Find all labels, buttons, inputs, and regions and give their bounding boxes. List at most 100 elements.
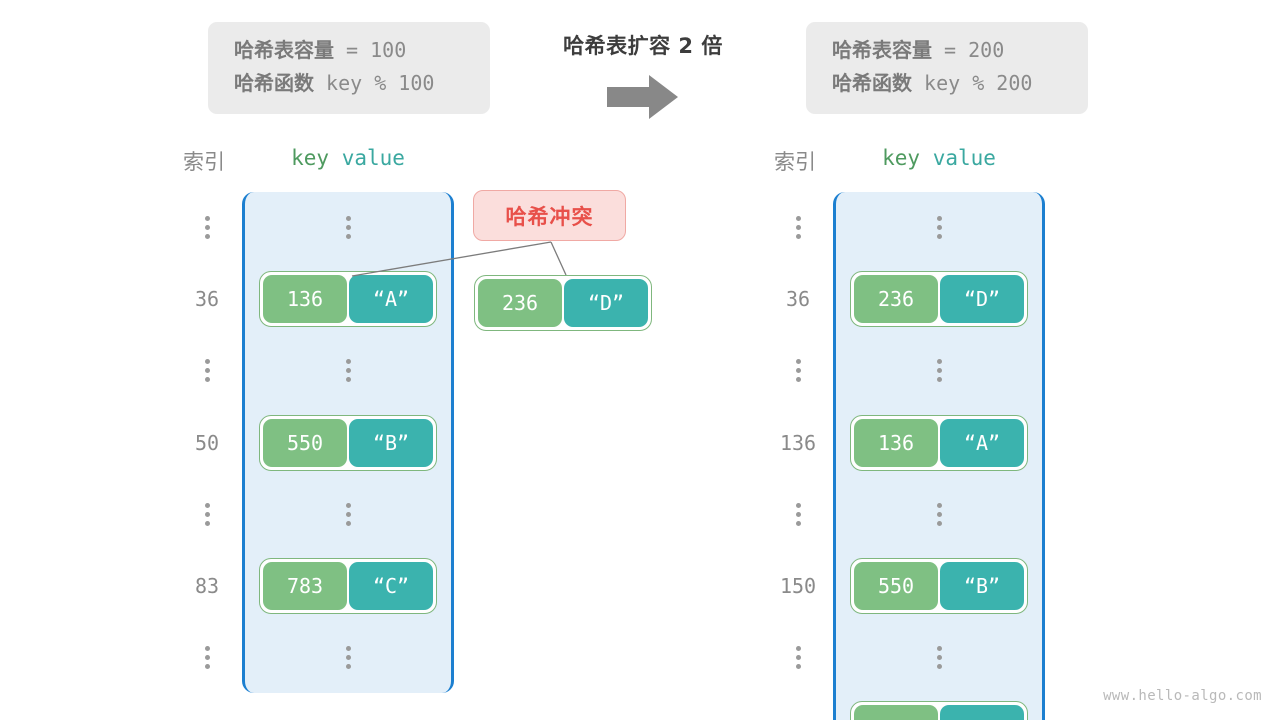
vertical-ellipsis [204,359,210,383]
bucket-row [795,622,1042,694]
row-index: 83 [194,573,220,598]
row-content: 136“A” [836,414,1042,471]
row-content [836,216,1042,240]
vertical-ellipsis [795,216,801,240]
entry-key: 783 [854,704,938,720]
info-box-after: 哈希表容量 = 200 哈希函数 key % 200 [806,22,1088,114]
entry-key: 236 [478,279,562,327]
capacity-expression: = 100 [334,38,407,62]
hash-collision-badge: 哈希冲突 [473,190,626,241]
vertical-ellipsis [795,359,801,383]
vertical-ellipsis [795,645,801,669]
vertical-ellipsis [936,216,942,240]
vertical-ellipsis [204,502,210,526]
vertical-ellipsis [345,502,351,526]
row-content: 136“A” [245,271,451,328]
row-content: 783“C” [836,700,1042,720]
header-value: value [341,146,405,170]
capacity-label: 哈希表容量 [832,38,932,62]
bucket-row: 36 136“A” [195,264,451,336]
function-expression: key % 100 [314,71,435,96]
row-content: 550“B” [836,557,1042,614]
expand-title: 哈希表扩容 2 倍 [563,34,723,58]
bucket-row [204,335,451,407]
row-index: 136 [779,430,817,455]
entry-key: 550 [854,561,938,610]
bucket-row: 183783“C” [780,693,1042,720]
vertical-ellipsis [345,645,351,669]
entry-key: 136 [854,418,938,467]
row-index: 50 [194,430,220,455]
vertical-ellipsis [345,359,351,383]
row-index [169,478,245,550]
capacity-line-after: 哈希表容量 = 200 [832,38,1062,62]
vertical-ellipsis [204,645,210,669]
entry-value: “B” [349,418,433,467]
header-key: key [291,146,330,170]
row-index [760,622,836,694]
bucket-row [204,622,451,694]
header-index: 索引 [183,150,225,174]
row-content [245,645,451,669]
row-index: 36 [194,287,220,312]
entry-value: “D” [940,275,1024,324]
key-value-entry: 550“B” [850,557,1028,614]
vertical-ellipsis [936,645,942,669]
row-content: 236“D” [836,271,1042,328]
bucket-row: 150 550“B” [780,550,1042,622]
bucket-array-before: 36 136“A” 50 550“B” 83 783“C” [195,192,454,694]
row-content [245,359,451,383]
row-content [836,645,1042,669]
row-index [760,478,836,550]
bucket-row [795,335,1042,407]
watermark: www.hello-algo.com [1103,688,1262,704]
colliding-entry: 236 “D” [474,275,652,331]
key-value-entry: 783“C” [850,700,1028,720]
key-value-entry: 136“A” [850,414,1028,471]
header-index: 索引 [774,150,816,174]
header-key-value: key value [833,146,1045,170]
vertical-ellipsis [936,359,942,383]
bucket-row [204,478,451,550]
header-key-value: key value [242,146,454,170]
row-index [169,622,245,694]
key-value-entry: 136“A” [259,271,437,328]
entry-value: “B” [940,561,1024,610]
row-content: 550“B” [245,414,451,471]
bucket-row [795,192,1042,264]
row-index [169,335,245,407]
key-value-entry: 550“B” [259,414,437,471]
row-index: 36 [785,287,811,312]
function-line-after: 哈希函数 key % 200 [832,71,1062,95]
function-line-before: 哈希函数 key % 100 [234,71,464,95]
entry-key: 783 [263,561,347,610]
bucket-rows: 36 136“A” 50 550“B” 83 783“C” [195,192,451,694]
row-index: 150 [779,573,817,598]
row-index [760,192,836,264]
row-index [760,335,836,407]
row-content [836,502,1042,526]
entry-key: 550 [263,418,347,467]
key-value-entry: 783“C” [259,557,437,614]
key-value-entry: 236“D” [850,271,1028,328]
vertical-ellipsis [345,216,351,240]
row-content [836,359,1042,383]
header-value: value [932,146,996,170]
bucket-row: 36 236“D” [786,264,1042,336]
function-label: 哈希函数 [234,71,314,96]
capacity-label: 哈希表容量 [234,38,334,62]
entry-key: 236 [854,275,938,324]
entry-value: “A” [349,275,433,324]
info-box-before: 哈希表容量 = 100 哈希函数 key % 100 [208,22,490,114]
bucket-row: 83 783“C” [195,550,451,622]
row-content [245,502,451,526]
row-index [169,192,245,264]
bucket-row: 50 550“B” [195,407,451,479]
row-content: 783“C” [245,557,451,614]
function-label: 哈希函数 [832,71,912,96]
entry-value: “D” [564,279,648,327]
